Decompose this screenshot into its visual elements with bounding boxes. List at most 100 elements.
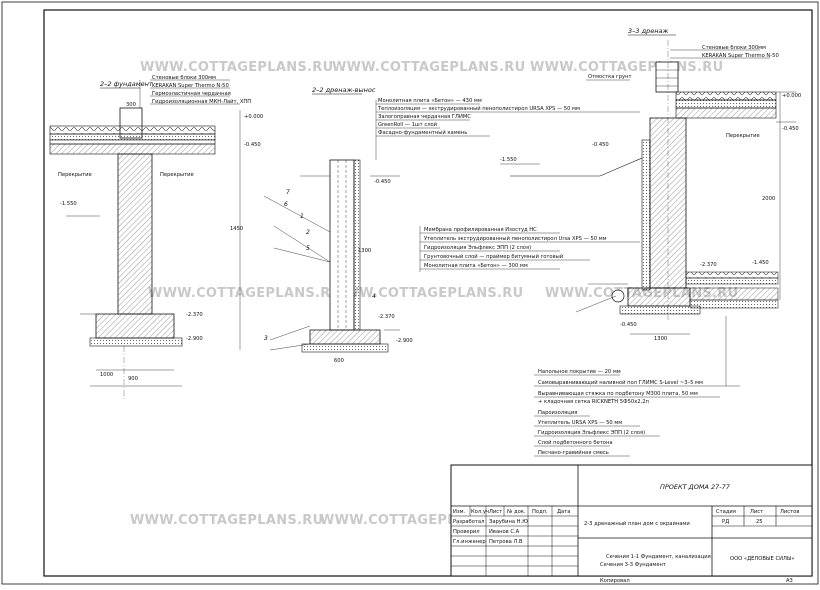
dim-0450-a: -0.450: [782, 126, 799, 132]
watermark-7: WWW.COTTAGEPLANS.RU: [130, 513, 323, 528]
col-header: Лист: [489, 509, 502, 515]
dim-1000: 1000: [100, 372, 113, 378]
dim-300: 300: [126, 102, 136, 108]
layer-item: Утеплитель экструдированный пенополистир…: [424, 235, 607, 242]
layer-item: Выравнивающая стяжка по подбетону М300 п…: [538, 391, 698, 397]
dim-1300: 1300: [654, 336, 667, 342]
role-name: Петрова Л.В: [489, 539, 523, 545]
layer-item: + кладочная сетка RICKNETH 5Ф50х2,2п: [538, 399, 649, 405]
dim-2370: -2.370: [186, 312, 203, 318]
watermark-3: WWW.COTTAGEPLANS.RU: [530, 60, 723, 75]
layer-item: Песчано-гравийная смесь: [538, 449, 609, 456]
layer-item: Грунтовочный слой — праймер битумный гот…: [424, 253, 563, 260]
dim-1450: -1.450: [752, 260, 769, 266]
dim-0450-b: -0.450: [592, 142, 609, 148]
layer-item: Слой подбетонного бетона: [538, 439, 613, 446]
note-right: Перекрытие: [726, 133, 760, 139]
layer-item: Монолитная плита «Бетон» — 300 мм: [424, 263, 528, 269]
layer-list: Монолитная плита «Бетон» — 430 мм Теплои…: [375, 98, 640, 160]
title-block: Изм. Кол.уч Лист № док. Подп. Дата Разра…: [450, 464, 813, 584]
dim-0450: -0.450: [244, 142, 261, 148]
role-name: Зарубина Н.Ю: [489, 519, 528, 525]
dim-1300: 1300: [358, 248, 371, 254]
floor-layer-list: Напольное покрытие — 20 мм Самовыравнива…: [534, 316, 740, 457]
layer-item: Мембрана профилированная Изостуд НС: [424, 227, 537, 233]
dim-zero: +0.000: [244, 114, 263, 120]
watermark-2: WWW.COTTAGEPLANS.RU: [332, 60, 525, 75]
layer-item: Пароизоляция: [538, 410, 577, 416]
sheet-description: 2-3 дренажный план дом с окраинами: [584, 520, 690, 527]
section-title: 3–3 дренаж: [628, 27, 668, 35]
dim-600: 600: [334, 358, 344, 364]
layer-item: Напольное покрытие — 20 мм: [538, 369, 621, 375]
project-title: ПРОЕКТ ДОМА 27-77: [660, 483, 731, 491]
mark-5: 5: [306, 245, 310, 252]
layer-item: GreenRoll — 1шт слой: [378, 121, 437, 128]
label-hydro: Гидроизоляционная МКН-Лайт, ХПП: [152, 98, 251, 105]
role-label: Гл.инженер: [453, 539, 486, 545]
membrane-list: Мембрана профилированная Изостуд НС Утеп…: [419, 226, 640, 272]
dim-1450: 1450: [230, 226, 243, 232]
inner-frame: [43, 9, 813, 577]
mark-3: 3: [264, 335, 268, 342]
col-header: № док.: [507, 509, 526, 515]
label-kerakan: KERAKAN Super Thermo N-50: [152, 83, 229, 89]
dim-2370: -2.370: [700, 262, 717, 268]
stage-header: Стадия: [716, 509, 736, 515]
mark-2: 2: [306, 229, 310, 236]
sheet-value: 25: [756, 519, 763, 525]
col-header: Изм.: [453, 509, 466, 515]
layer-item: Монолитная плита «Бетон» — 430 мм: [378, 98, 482, 104]
col-header: Дата: [557, 509, 570, 515]
dim-2900: -2.900: [396, 338, 413, 344]
section-2-2-drainage: 2–2 дренаж-вынос Монолитная плита «Бетон…: [263, 86, 640, 364]
label-wall-blocks: Стеновые блоки 300мм: [702, 45, 766, 51]
label-hermo: Гермоэластичная чердачная: [152, 91, 231, 97]
dim-2370: -2.370: [378, 314, 395, 320]
layer-item: Самовыравнивающий наливной пол ГЛИМС S-L…: [538, 379, 703, 386]
dim-zero: +0.000: [782, 93, 801, 99]
note-left: Перекрытие: [58, 172, 92, 178]
copied-label: Копировал: [600, 578, 630, 584]
label-wall-blocks: Стеновые блоки 300мм: [152, 75, 216, 81]
col-header: Кол.уч: [471, 509, 489, 515]
section-3-3: 3–3 дренаж Стеновые блоки 300мм KERAKAN …: [500, 27, 801, 342]
sheet-title-line1: Сечения 1-1 Фундамент, канализация: [606, 554, 711, 560]
dim-2000: 2000: [762, 196, 775, 202]
mark-1: 1: [300, 213, 304, 220]
layer-item: Утеплитель URSA XPS — 50 мм: [538, 420, 622, 426]
dim-2900: -2.900: [186, 336, 203, 342]
layer-item: Гидроизоляция Эльфлекс ЭПП (2 слоя): [538, 430, 645, 436]
watermark-4: WWW.COTTAGEPLANS.RU: [148, 286, 341, 301]
dim-0450: -0.450: [374, 179, 391, 185]
section-2-2-foundation: 2–2 фундамент Стеновые блоки 300мм KERAK…: [49, 75, 263, 400]
layer-item: Залогоправная чердачная ГЛИМС: [378, 114, 471, 120]
format-value: А3: [786, 578, 793, 584]
mark-4: 4: [372, 293, 376, 300]
watermark-5: WWW.COTTAGEPLANS.RU: [330, 286, 523, 301]
company-name: ООО «ДЕЛОВЫЕ СИЛЫ»: [730, 556, 795, 562]
col-header: Подп.: [532, 509, 548, 515]
note-left: Отмостка грунт: [588, 74, 632, 80]
note-right: Перекрытие: [160, 172, 194, 178]
sheet-title: Сечения 1-1 Фундамент, канализация Сечен…: [600, 554, 712, 568]
dim-1550: -1.550: [500, 157, 517, 163]
layer-item: Фасадно-фундаментный камень: [378, 129, 467, 136]
section-title: 2–2 дренаж-вынос: [312, 86, 376, 94]
layer-item: Гидроизоляция Эльфлекс ЭПП (2 слоя): [424, 245, 531, 251]
mark-6: 6: [284, 201, 288, 208]
layer-item: Теплоизоляция — экструдированный пенопол…: [377, 105, 580, 112]
sheets-header: Листов: [780, 509, 799, 515]
sheet-header: Лист: [750, 509, 763, 515]
stage-value: РД: [722, 519, 729, 525]
sheet-title-line2: Сечения 3-3 Фундамент: [600, 562, 666, 568]
dim-0450-c: -0.450: [620, 322, 637, 328]
role-label: Разработал: [453, 519, 484, 525]
watermark-1: WWW.COTTAGEPLANS.RU: [140, 60, 333, 75]
dim-1550: -1.550: [60, 201, 77, 207]
dim-900: 900: [128, 376, 138, 382]
role-name: Иванов С.А: [489, 529, 520, 535]
mark-7: 7: [286, 189, 290, 196]
